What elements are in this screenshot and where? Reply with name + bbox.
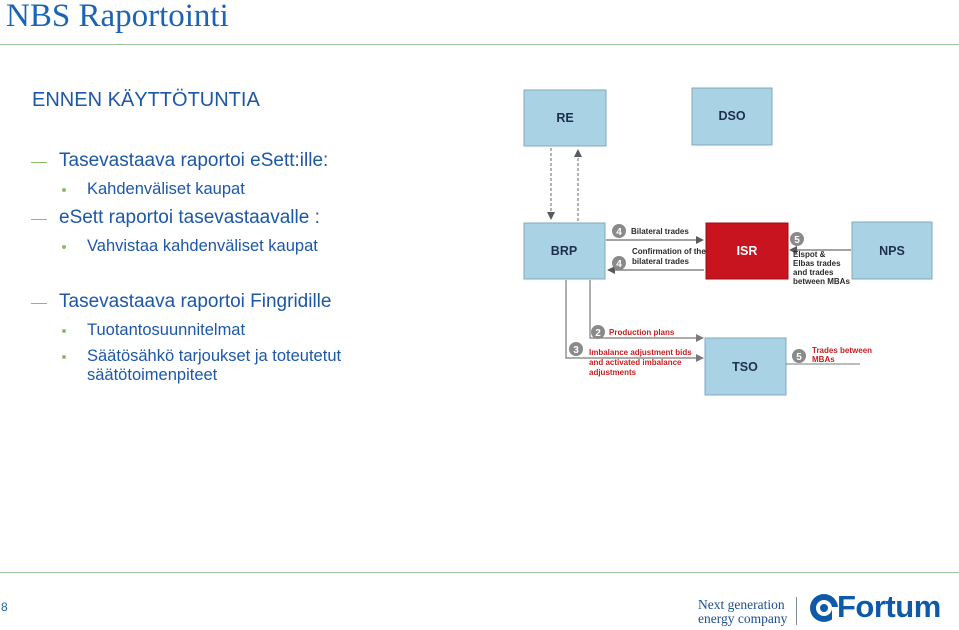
node-brp: BRP bbox=[523, 222, 606, 280]
label-elspot-2: Elbas trades bbox=[793, 259, 841, 268]
step-badge-5a-text: 5 bbox=[794, 235, 800, 246]
label-elspot-1: Elspot & bbox=[793, 250, 826, 259]
step-badge-3 bbox=[569, 342, 583, 356]
bullet-item: eSett raportoi tasevastaavalle : bbox=[59, 207, 320, 228]
bullet-item-continuation: säätötoimenpiteet bbox=[87, 366, 218, 384]
node-nps: NPS bbox=[851, 221, 933, 280]
label-imbalance-2: and activated imbalance bbox=[589, 358, 682, 367]
bullet-item: Kahdenväliset kaupat bbox=[87, 180, 245, 198]
brp-to-tso-production-arrow bbox=[589, 280, 704, 342]
node-isr-label: ISR bbox=[737, 244, 758, 258]
node-tso-label: TSO bbox=[732, 360, 758, 374]
step-badge-4b bbox=[612, 256, 626, 270]
section-title: ENNEN KÄYTTÖTUNTIA bbox=[32, 89, 260, 111]
step-badge-4b-text: 4 bbox=[616, 259, 622, 270]
brand-name: Fortum bbox=[837, 589, 941, 624]
page-number: 8 bbox=[1, 600, 8, 614]
label-trades-between-1: Trades between bbox=[812, 346, 872, 355]
label-imbalance-3: adjustments bbox=[589, 368, 637, 377]
node-isr: ISR bbox=[705, 222, 789, 280]
bullet-dash-icon bbox=[31, 303, 47, 304]
bullet-item: Tasevastaava raportoi Fingridille bbox=[59, 291, 332, 312]
title-divider bbox=[0, 44, 959, 45]
step-badge-5b bbox=[792, 349, 806, 363]
label-confirmation-1: Confirmation of the bbox=[632, 247, 706, 256]
bullet-dash-icon bbox=[31, 162, 47, 163]
bullet-dot-icon bbox=[62, 355, 66, 359]
fortum-logo-icon bbox=[810, 594, 840, 624]
bullet-item: Tuotantosuunnitelmat bbox=[87, 321, 246, 339]
bullet-item: Säätösähkö tarjoukset ja toteutetut bbox=[87, 347, 342, 365]
step-badge-2-text: 2 bbox=[595, 328, 601, 339]
step-badge-3-text: 3 bbox=[573, 345, 579, 356]
step-badge-4a-text: 4 bbox=[616, 227, 622, 238]
label-trades-between-2: MBAs bbox=[812, 355, 835, 364]
bullet-dash-icon bbox=[31, 219, 47, 220]
footer-separator bbox=[796, 597, 797, 625]
step-badge-5b-text: 5 bbox=[796, 352, 802, 363]
bullet-item: Vahvistaa kahdenväliset kaupat bbox=[87, 237, 318, 255]
label-imbalance-1: Imbalance adjustment bids bbox=[589, 348, 692, 357]
tagline-line2: energy company bbox=[698, 611, 788, 626]
label-elspot-4: between MBAs bbox=[793, 277, 850, 286]
node-tso: TSO bbox=[704, 337, 787, 396]
bullet-dot-icon bbox=[62, 188, 66, 192]
slide-title: NBS Raportointi bbox=[6, 0, 229, 34]
node-brp-label: BRP bbox=[551, 244, 577, 258]
node-dso-label: DSO bbox=[718, 109, 745, 123]
bullet-item: Tasevastaava raportoi eSett:ille: bbox=[59, 150, 329, 171]
label-production-plans: Production plans bbox=[609, 328, 675, 337]
step-badge-5a bbox=[790, 232, 804, 246]
brp-to-tso-imbalance-arrow bbox=[565, 280, 704, 362]
footer-divider bbox=[0, 572, 959, 573]
node-nps-label: NPS bbox=[879, 244, 905, 258]
bullet-dot-icon bbox=[62, 329, 66, 333]
node-re-label: RE bbox=[556, 111, 573, 125]
step-badge-4a bbox=[612, 224, 626, 238]
tagline-line1: Next generation bbox=[698, 597, 785, 612]
node-re: RE bbox=[523, 89, 607, 147]
label-bilateral-trades: Bilateral trades bbox=[631, 227, 689, 236]
bullet-dot-icon bbox=[62, 245, 66, 249]
node-dso: DSO bbox=[691, 87, 773, 146]
label-confirmation-2: bilateral trades bbox=[632, 257, 689, 266]
step-badge-2 bbox=[591, 325, 605, 339]
label-elspot-3: and trades bbox=[793, 268, 834, 277]
